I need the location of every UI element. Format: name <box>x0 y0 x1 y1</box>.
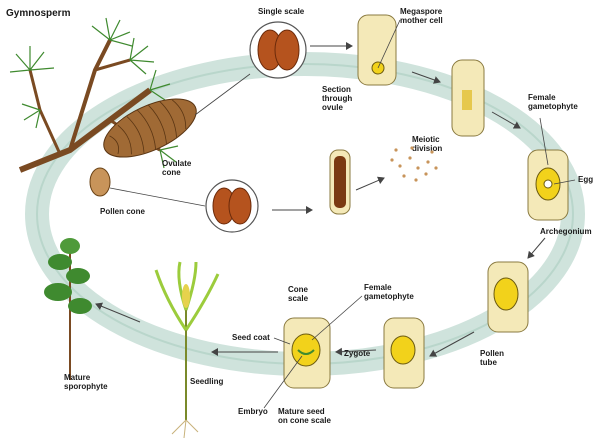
label-single-scale: Single scale <box>258 7 305 16</box>
label-embryo: Embryo <box>238 407 268 416</box>
label-archegonium: Archegonium <box>540 227 592 236</box>
label-cone-scale: Cone scale <box>288 285 310 303</box>
mature-sporophyte-illustration <box>44 238 92 380</box>
label-megaspore-mother-cell: Megaspore mother cell <box>400 7 444 25</box>
label-seed-coat: Seed coat <box>232 333 270 342</box>
label-pollen-cone: Pollen cone <box>100 207 145 216</box>
label-seedling: Seedling <box>190 377 223 386</box>
label-section-through-ovule: Section through ovule <box>322 85 354 112</box>
ovule-section-top <box>358 15 396 85</box>
label-female-gametophyte-top: Female gametophyte <box>528 93 578 111</box>
label-meiotic-division: Meiotic division <box>412 135 442 153</box>
label-ovulate-cone: Ovulate cone <box>162 159 194 177</box>
label-mature-seed: Mature seed on cone scale <box>278 407 331 425</box>
pollen-cone-icon <box>90 168 110 196</box>
label-egg: Egg <box>578 175 593 184</box>
label-mature-sporophyte: Mature sporophyte <box>64 373 108 391</box>
diagram-title: Gymnosperm <box>6 8 71 19</box>
label-female-gametophyte-bottom: Female gametophyte <box>364 283 414 301</box>
label-pollen-tube: Pollen tube <box>480 349 506 367</box>
